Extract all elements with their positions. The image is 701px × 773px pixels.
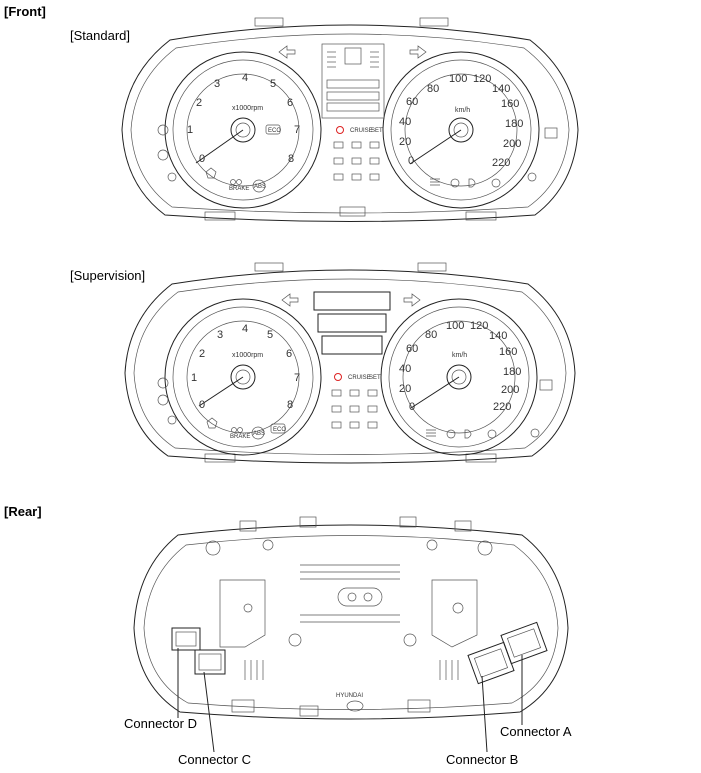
speed-num-80: 80 [427, 83, 439, 95]
speed-num-200: 200 [503, 138, 521, 150]
connector-c-body [194, 649, 226, 675]
sv-tach-num-5: 5 [267, 329, 273, 341]
sv-speed-num-120: 120 [470, 320, 488, 332]
speed-num-140: 140 [492, 83, 510, 95]
standard-speedometer: 0 20 40 60 80 100 120 140 160 180 200 22… [382, 51, 540, 209]
connector-d-label: Connector D [124, 716, 197, 731]
sv-speed-num-100: 100 [446, 320, 464, 332]
sv-tach-num-6: 6 [286, 348, 292, 360]
standard-cluster: 0 1 2 3 4 5 6 7 8 x1000rpm ECO ABS BRAKE [121, 17, 579, 222]
cruise-indicator: CRUISE [350, 128, 373, 134]
connector-c-label: Connector C [178, 752, 251, 767]
sv-tach-num-2: 2 [199, 348, 205, 360]
sv-speed-num-180: 180 [503, 366, 521, 378]
standard-heading: [Standard] [70, 28, 130, 43]
tach-num-7: 7 [294, 124, 300, 136]
tach-num-4: 4 [242, 72, 248, 84]
sv-speed-num-0: 0 [409, 401, 415, 413]
sv-eco-indicator: ECO [273, 427, 286, 433]
speed-num-40: 40 [399, 116, 411, 128]
set-indicator: SET [371, 128, 383, 134]
brake-indicator: BRAKE [229, 186, 249, 192]
sv-tach-num-7: 7 [294, 372, 300, 384]
supervision-heading: [Supervision] [70, 268, 146, 283]
connector-b-label: Connector B [446, 752, 519, 767]
speed-num-180: 180 [505, 118, 523, 130]
sv-speed-num-140: 140 [489, 330, 507, 342]
sv-tach-num-8: 8 [287, 399, 293, 411]
supervision-center-panel: CRUISE SET [281, 291, 421, 429]
tach-zero: 0 [199, 153, 205, 165]
sv-speed-num-160: 160 [499, 346, 517, 358]
sv-tach-num-4: 4 [242, 323, 248, 335]
tach-num-3: 3 [214, 78, 220, 90]
sv-abs-indicator: ABS [253, 431, 265, 437]
connector-a-body [500, 621, 548, 665]
standard-center-panel: CRUISE SET [278, 43, 427, 181]
connector-d-body [171, 627, 201, 651]
connector-a-label: Connector A [500, 724, 572, 739]
sv-tach-unit: x1000rpm [232, 352, 263, 359]
speed-num-60: 60 [406, 96, 418, 108]
tach-unit: x1000rpm [232, 105, 263, 112]
tach-num-1: 1 [187, 124, 193, 136]
front-heading: [Front] [4, 4, 46, 19]
sv-tach-num-3: 3 [217, 329, 223, 341]
supervision-cluster: 0 1 2 3 4 5 6 7 8 x1000rpm ABS BRAKE ECO [124, 262, 576, 464]
connector-b-body [467, 641, 515, 685]
tach-num-6: 6 [287, 97, 293, 109]
rear-brand-text: HYUNDAI [336, 693, 363, 699]
speed-num-160: 160 [501, 98, 519, 110]
tach-num-5: 5 [270, 78, 276, 90]
sv-cruise-indicator: CRUISE [348, 375, 371, 381]
sv-speed-num-20: 20 [399, 383, 411, 395]
sv-tach-zero: 0 [199, 399, 205, 411]
sv-speed-num-60: 60 [406, 343, 418, 355]
sv-speed-num-200: 200 [501, 384, 519, 396]
speed-unit: km/h [455, 107, 470, 114]
standard-tachometer: 0 1 2 3 4 5 6 7 8 x1000rpm ECO ABS BRAKE [164, 51, 322, 209]
tach-num-8: 8 [288, 153, 294, 165]
eco-indicator: ECO [268, 128, 281, 134]
sv-speed-num-80: 80 [425, 329, 437, 341]
abs-indicator: ABS [254, 184, 266, 190]
speed-num-0: 0 [408, 155, 414, 167]
sv-tach-num-1: 1 [191, 372, 197, 384]
sv-set-indicator: SET [369, 375, 381, 381]
speed-num-20: 20 [399, 136, 411, 148]
sv-speed-num-40: 40 [399, 363, 411, 375]
speed-num-100: 100 [449, 73, 467, 85]
rear-housing: HYUNDAI [133, 516, 569, 753]
supervision-tachometer: 0 1 2 3 4 5 6 7 8 x1000rpm ABS BRAKE ECO [164, 298, 322, 456]
speed-num-120: 120 [473, 73, 491, 85]
sv-brake-indicator: BRAKE [230, 434, 250, 440]
speed-num-220: 220 [492, 157, 510, 169]
supervision-speedometer: 0 20 40 60 80 100 120 140 160 180 200 22… [380, 298, 538, 456]
rear-heading: [Rear] [4, 504, 42, 519]
tach-num-2: 2 [196, 97, 202, 109]
sv-speed-num-220: 220 [493, 401, 511, 413]
sv-speed-unit: km/h [452, 352, 467, 359]
